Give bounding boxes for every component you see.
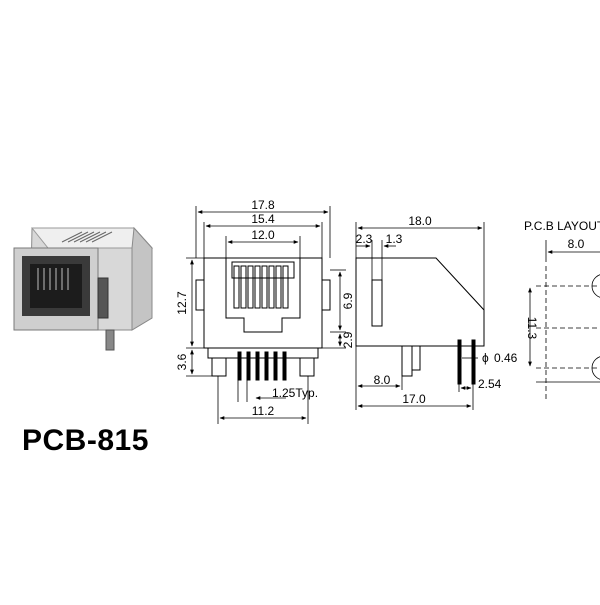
front-pins (237, 351, 287, 381)
pcb-layout-title: P.C.B LAYOUT (524, 219, 600, 233)
side-dimensions (355, 222, 485, 410)
dim-offset: 2.9 (341, 331, 355, 348)
dim-base-length: 17.0 (402, 392, 426, 406)
front-contacts (233, 265, 289, 309)
front-dimensions (186, 206, 346, 424)
pcb-dim-width: 8.0 (568, 237, 585, 251)
pcb-hole-lower (591, 356, 600, 380)
side-body-outline (355, 257, 485, 347)
front-dimension-labels: 17.8 15.4 12.0 12.7 3.6 6.9 2.9 1.25Typ.… (175, 198, 355, 418)
side-pin (457, 339, 462, 385)
dim-pin-diameter: 0.46 (494, 351, 518, 365)
front-opening (225, 258, 301, 333)
dim-a: 2.3 (356, 232, 373, 246)
photo-pin (105, 329, 115, 351)
dim-overall-width: 17.8 (251, 198, 275, 212)
dim-pin-span: 11.2 (252, 404, 275, 418)
dim-pitch: 1.25Typ. (272, 386, 318, 400)
dim-pin-height: 3.6 (175, 353, 189, 370)
front-body-outline (203, 257, 323, 349)
dim-inner-width: 15.4 (251, 212, 275, 226)
diameter-symbol: ϕ (482, 351, 489, 365)
dim-pin-offset: 8.0 (374, 373, 391, 387)
dim-b: 1.3 (386, 232, 403, 246)
dim-opening-width: 12.0 (251, 228, 275, 242)
side-slot (371, 279, 383, 327)
pcb-layout: P.C.B LAYOUT 8.0 11.3 (524, 219, 600, 400)
dim-overall-depth: 18.0 (408, 214, 432, 228)
photo-top-ribs (61, 231, 113, 243)
dim-pin-pitch: 2.54 (478, 377, 502, 391)
product-photo (13, 226, 154, 351)
model-number: PCB-815 (22, 424, 149, 457)
side-view (355, 257, 485, 385)
dim-body-height: 12.7 (175, 291, 189, 315)
front-view (195, 257, 331, 381)
dim-opening-height: 6.9 (341, 292, 355, 309)
photo-contacts (37, 268, 69, 290)
pcb-dim-height: 11.3 (525, 317, 539, 340)
side-dimension-labels: 18.0 2.3 1.3 ϕ 0.46 8.0 2.54 17.0 (356, 214, 518, 406)
pcb-hole-upper (591, 274, 600, 298)
